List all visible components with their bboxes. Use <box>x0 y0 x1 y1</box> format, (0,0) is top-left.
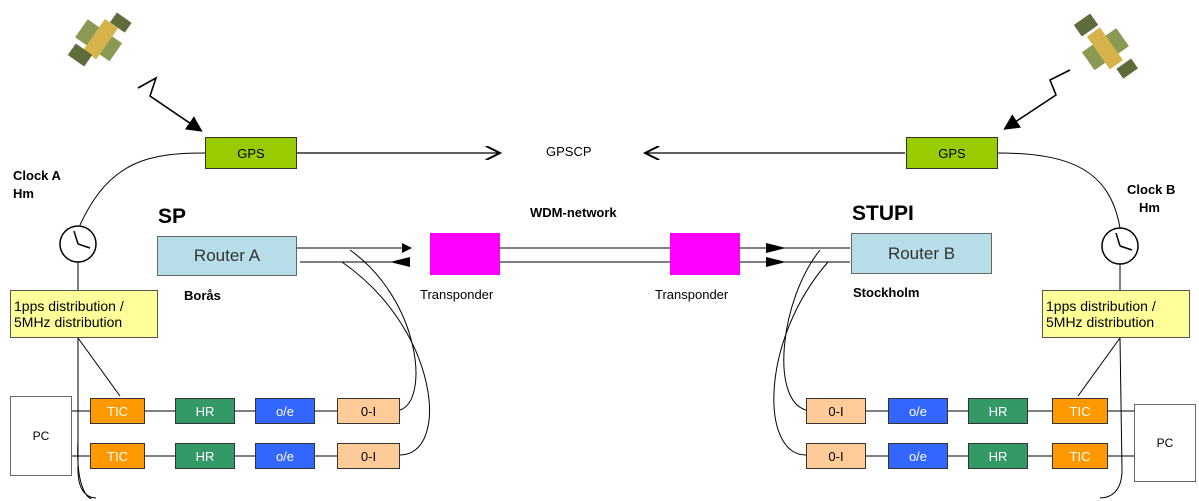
clock-a-icon <box>59 225 97 263</box>
transponder-right-box <box>670 233 740 275</box>
transponder-left-box <box>430 233 500 275</box>
distribution-right-line2: 5MHz distribution <box>1046 314 1155 330</box>
stupi-label: STUPI <box>852 202 914 225</box>
tic-left-2: TIC <box>90 443 145 469</box>
oi-left-2: 0-I <box>337 443 400 469</box>
oe-left-2: o/e <box>255 443 315 469</box>
distribution-left-line1: 1pps distribution / <box>14 298 124 314</box>
hr-left-2: HR <box>175 443 235 469</box>
hr-right-1: HR <box>968 398 1028 424</box>
oe-right-1: o/e <box>888 398 948 424</box>
satellite-right-icon <box>1073 13 1138 79</box>
oi-right-2: 0-I <box>806 443 866 469</box>
clock-b-icon <box>1101 227 1139 265</box>
transponder-left-label: Transponder <box>420 287 494 302</box>
gpscp-label: GPSCP <box>546 144 592 159</box>
wdm-network-label: WDM-network <box>530 205 617 220</box>
clock-a-label: Clock A <box>13 168 61 183</box>
distribution-left-box: 1pps distribution / 5MHz distribution <box>10 290 158 338</box>
tic-right-2: TIC <box>1052 443 1108 469</box>
tic-left-1: TIC <box>90 398 145 424</box>
clock-b-sub-label: Hm <box>1139 200 1160 215</box>
oi-left-1: 0-I <box>337 398 400 424</box>
gps-right-box: GPS <box>906 137 998 169</box>
distribution-left-line2: 5MHz distribution <box>14 314 123 330</box>
router-a-box: Router A <box>157 236 297 276</box>
clock-b-label: Clock B <box>1127 182 1176 197</box>
gps-left-box: GPS <box>205 137 297 169</box>
sp-label: SP <box>158 205 187 228</box>
clock-a-sub-label: Hm <box>13 186 34 201</box>
tic-right-1: TIC <box>1052 398 1108 424</box>
distribution-right-line1: 1pps distribution / <box>1046 298 1156 314</box>
distribution-right-box: 1pps distribution / 5MHz distribution <box>1042 290 1190 338</box>
satellite-left-icon <box>67 12 132 67</box>
boras-label: Borås <box>184 288 221 303</box>
hr-right-2: HR <box>968 443 1028 469</box>
oe-right-2: o/e <box>888 443 948 469</box>
oe-left-1: o/e <box>255 398 315 424</box>
stockholm-label: Stockholm <box>853 285 920 300</box>
pc-right-box: PC <box>1134 404 1196 482</box>
gps-signal-left <box>137 76 203 132</box>
router-b-box: Router B <box>851 233 992 274</box>
oi-right-1: 0-I <box>806 398 866 424</box>
hr-left-1: HR <box>175 398 235 424</box>
pc-left-box: PC <box>10 396 72 476</box>
transponder-right-label: Transponder <box>655 287 729 302</box>
gps-signal-right <box>1003 69 1071 130</box>
